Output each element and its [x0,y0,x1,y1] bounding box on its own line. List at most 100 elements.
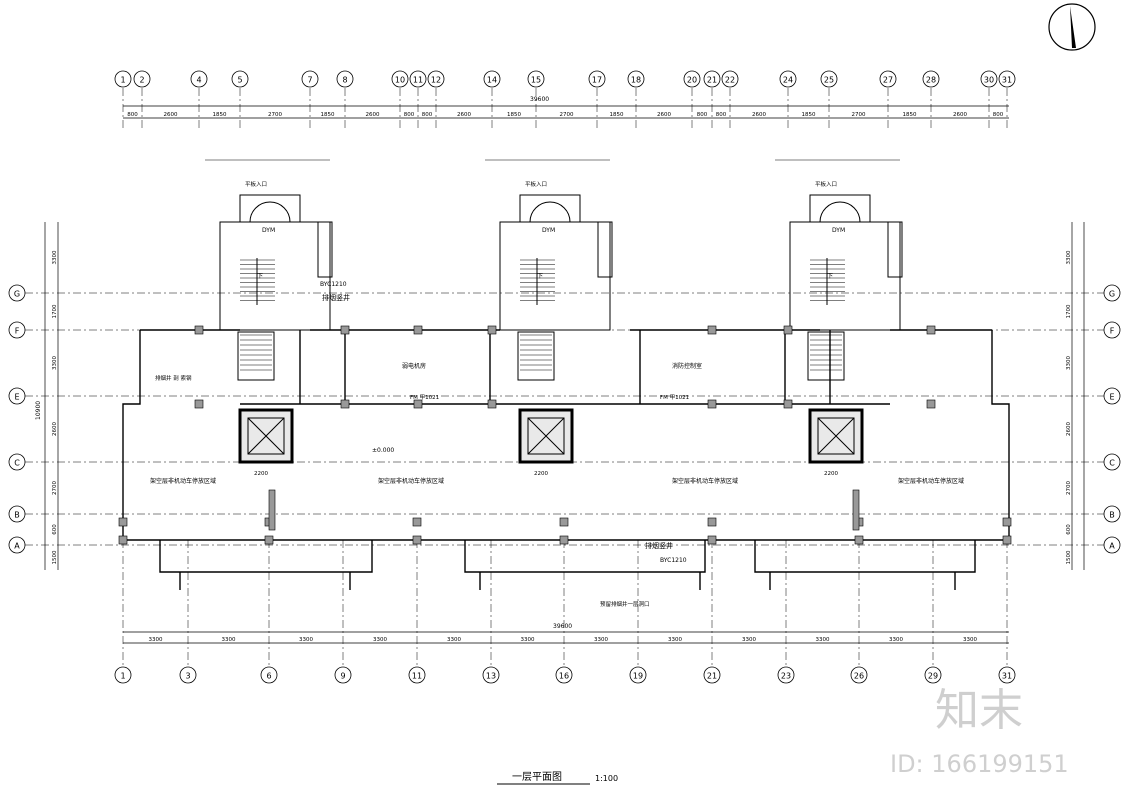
dim-left-2: 3300 [52,356,58,370]
axis-label-bottom-19: 19 [633,672,643,681]
column-row-f-1 [340,325,350,335]
total-dimension-left: 10900 [35,401,42,420]
row-bubble-left-G [8,284,26,302]
shaft-code-left: BYC1210 [320,281,347,288]
dim-right-0: 3300 [1066,250,1072,264]
equipment-room-label: 弱电机房 [402,362,426,370]
dim-right-1: 1700 [1066,304,1072,318]
row-label-right-A: A [1109,542,1115,551]
column-row-b-6 [1002,517,1012,527]
column-row-e-6 [926,399,936,409]
axis-bubble-bottom-21 [703,666,721,684]
wall-pier-1 [852,489,860,531]
axis-bubble-top-7 [301,70,319,88]
dim-top-2: 1850 [213,112,227,118]
column-row-a-1 [264,535,274,545]
shaft-code-bottom: BYC1210 [660,557,687,564]
axis-label-bottom-23: 23 [781,672,791,681]
axis-bubble-bottom-16 [555,666,573,684]
axis-bubble-top-14 [483,70,501,88]
axis-label-top-2: 2 [139,76,144,85]
stairs-down-label: 下 [257,273,263,280]
column-row-f-2 [413,325,423,335]
dim-top-18: 1850 [903,112,917,118]
axis-label-top-4: 4 [196,76,201,85]
wall-pier-0 [268,489,276,531]
column-row-b-2 [412,517,422,527]
door-code-label: DYM [832,227,845,234]
axis-label-top-21: 21 [707,76,717,85]
dim-right-3: 2600 [1066,422,1072,436]
dim-bottom-10: 3300 [889,637,903,643]
axis-label-bottom-1: 1 [120,672,125,681]
row-bubble-left-C [8,453,26,471]
axis-label-top-5: 5 [237,76,242,85]
drawing-scale: 1:100 [595,774,618,783]
core-outline [789,221,901,331]
column-row-e-4 [707,399,717,409]
fire-door-right: FM 甲1021 [660,394,689,401]
porch-outline [809,194,871,222]
dim-bottom-4: 3300 [447,637,461,643]
row-bubble-left-B [8,505,26,523]
dim-top-4: 1850 [321,112,335,118]
column-row-b-3 [559,517,569,527]
door-swing-arc [549,201,571,223]
door-code-label: DYM [542,227,555,234]
axis-bubble-top-10 [391,70,409,88]
core-outline [499,221,611,331]
dim-right-2: 3300 [1066,356,1072,370]
dim-top-13: 800 [697,112,708,118]
elevator-cross [817,417,855,455]
axis-label-bottom-11: 11 [412,672,422,681]
shaft-box [317,221,333,278]
axis-label-top-15: 15 [531,76,541,85]
dim-top-7: 800 [422,112,433,118]
fire-door-center: FM 甲1021 [410,394,439,401]
dim-top-0: 800 [127,112,138,118]
dim-bottom-6: 3300 [594,637,608,643]
dim-top-9: 1850 [507,112,521,118]
parking-label-center: 架空层非机动车停放区域 [378,477,444,485]
axis-bubble-top-18 [627,70,645,88]
pipe-note: 预留排烟井一层洞口 [600,600,650,608]
column-row-b-4 [707,517,717,527]
row-label-right-E: E [1109,393,1114,402]
axis-bubble-bottom-1 [114,666,132,684]
row-bubble-left-E [8,387,26,405]
row-label-left-C: C [14,459,20,468]
dimension-lines [44,105,1085,644]
row-bubble-right-G [1103,284,1121,302]
axis-label-top-25: 25 [824,76,834,85]
axis-label-top-1: 1 [120,76,125,85]
axis-bubble-bottom-3 [179,666,197,684]
axis-bubble-bottom-29 [924,666,942,684]
stair-lower-outline [807,331,845,381]
row-label-left-E: E [14,393,19,402]
door-swing-arc [819,201,841,223]
axis-bubble-bottom-9 [334,666,352,684]
axis-bubble-bottom-13 [482,666,500,684]
axis-bubble-top-22 [721,70,739,88]
axis-bubble-top-27 [879,70,897,88]
axis-label-top-22: 22 [725,76,735,85]
axis-label-top-8: 8 [342,76,347,85]
column-row-e-1 [340,399,350,409]
axis-label-top-11: 11 [413,76,423,85]
axis-label-bottom-21: 21 [707,672,717,681]
elevator-car [817,417,855,455]
porch-outline [519,194,581,222]
drawing-title-block: 一层平面图 1:100 39600 39600 10900 [35,96,618,785]
axis-label-bottom-13: 13 [486,672,496,681]
row-label-right-B: B [1109,511,1115,520]
dim-top-15: 2600 [752,112,766,118]
axis-label-top-10: 10 [395,76,405,85]
dim-bottom-7: 3300 [668,637,682,643]
dim-bottom-0: 3300 [149,637,163,643]
row-label-left-F: F [15,327,20,336]
